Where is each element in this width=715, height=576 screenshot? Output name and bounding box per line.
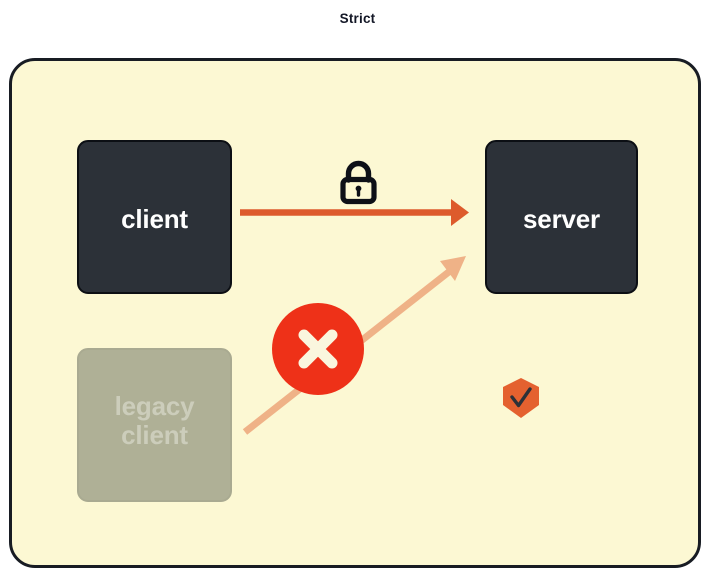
x-glyph	[298, 329, 338, 369]
node-server[interactable]: server	[485, 140, 638, 418]
node-legacy-client-label: legacy client	[79, 391, 230, 451]
node-server-label: server	[523, 204, 600, 234]
page-title: Strict	[339, 11, 376, 26]
shield-check-icon	[503, 378, 539, 418]
x-circle-icon	[272, 303, 364, 395]
node-legacy-client-label-line2: client	[121, 420, 188, 451]
node-legacy-client[interactable]: legacy client	[77, 348, 232, 502]
node-legacy-client-label-line1: legacy	[114, 391, 195, 421]
node-client[interactable]: client	[77, 140, 232, 418]
node-client-label: client	[121, 204, 188, 234]
lock-closed-icon	[340, 160, 377, 205]
